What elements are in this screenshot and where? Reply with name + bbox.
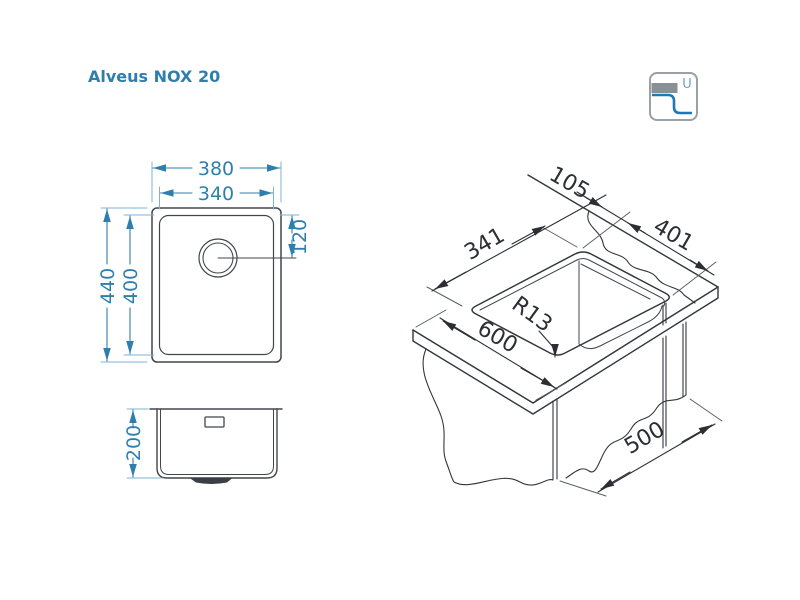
iso-countertop [412,174,719,415]
side-bowl-inner [160,408,274,475]
iso-sink-interior [479,258,666,350]
side-overflow [204,416,225,428]
side-extension-lines [126,408,164,479]
iso-slab-back-edge [527,174,719,288]
iso-interior-bottom [578,305,663,350]
iso-right-wall-break [565,394,687,479]
plan-dimension-lines [103,164,296,362]
iso-sink-lip [479,258,666,311]
icon-u-label: U [682,77,692,92]
dim-inner-width: 340 [198,183,234,205]
side-drain [189,477,233,484]
dim-bowl-depth: 200 [123,425,145,461]
iso-under-counter-walls [422,302,687,486]
iso-extension-lines [415,211,723,497]
icon-countertop-shape [651,83,678,93]
iso-view: 341 105 401 600 500 R13 [412,162,723,497]
undermount-icon: U [649,72,698,121]
iso-cutout-hole [471,251,670,356]
iso-slab-front-edges [412,286,719,404]
plan-view: 380 340 440 400 120 [97,158,311,363]
plan-inner-bowl [158,214,275,356]
dim-outer-height: 440 [97,268,119,304]
plan-outer-rim [151,207,282,363]
icon-sink-profile [652,93,692,115]
dim-outer-width: 380 [198,158,234,180]
icon-frame [649,72,698,121]
iso-break-wave-back [587,210,696,304]
dim-counter-depth: 500 [620,417,669,460]
side-bowl-outer [156,408,278,479]
iso-slab-thickness [412,286,719,415]
dim-inner-height: 400 [120,268,142,304]
side-view: 200 [123,408,283,484]
iso-left-wall-break [422,348,554,486]
plan-extension-lines [100,161,300,363]
page-title: Alveus NOX 20 [88,67,220,86]
dim-drain-offset: 120 [289,219,311,255]
iso-dimension-lines [431,191,716,493]
iso-dim-line-500 [597,423,716,493]
iso-interior-wall-base [580,263,651,300]
dim-corner-radius: R13 [507,292,557,338]
dim-cutout-depth: 341 [460,223,509,266]
